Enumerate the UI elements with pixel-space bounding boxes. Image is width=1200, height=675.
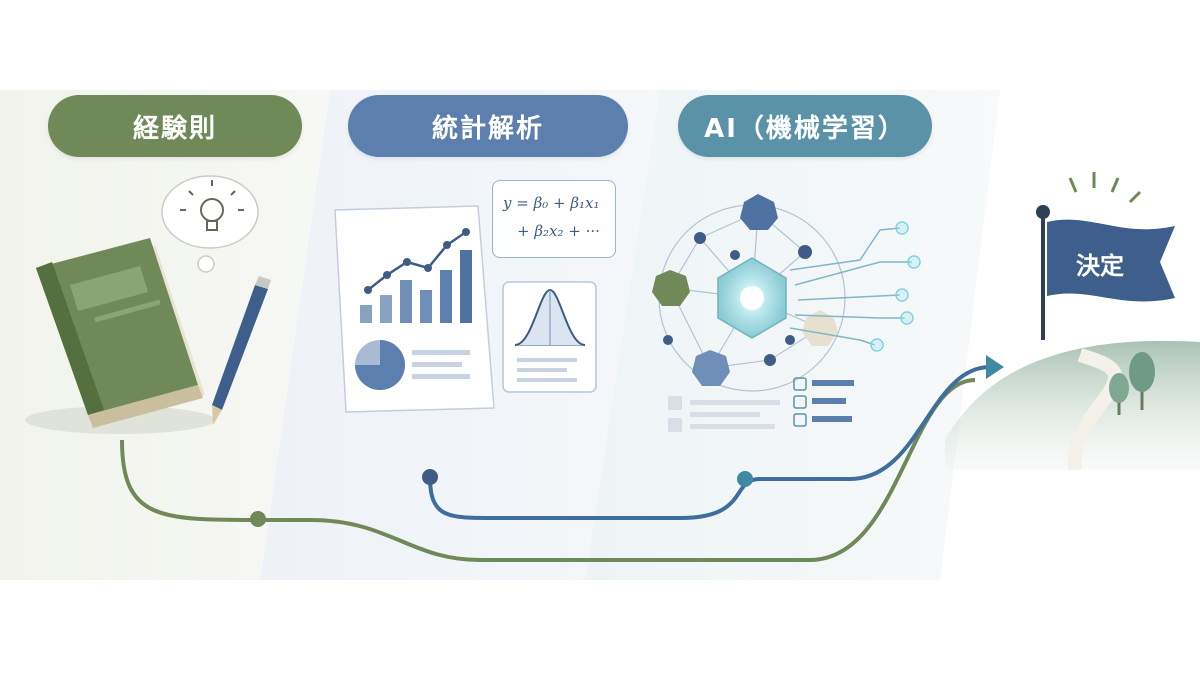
lightbulb-icon (161, 175, 259, 273)
bell-curve-icon (502, 281, 597, 393)
flag-icon (1036, 172, 1175, 340)
path-node-statistics (422, 469, 438, 485)
neural-network-icon (652, 194, 921, 392)
formula-line-2: + β₂x₂ + ··· (517, 222, 600, 240)
pencil-icon (212, 276, 271, 425)
formula-line-1: y = β₀ + β₁x₁ (503, 194, 600, 212)
book-icon (25, 238, 215, 434)
bar-chart-icon (334, 205, 495, 413)
stage-ai-pill: AI（機械学習） (678, 95, 932, 157)
path-experience (120, 378, 976, 562)
stage-statistics-pill: 統計解析 (348, 95, 628, 157)
path-node-experience (250, 511, 266, 527)
hill-icon (945, 340, 1200, 471)
tree-icon (1109, 352, 1155, 415)
path-node-ai (737, 471, 753, 487)
stage-experience-pill: 経験則 (48, 95, 302, 157)
pie-chart-icon (355, 340, 470, 390)
list-icon (668, 377, 854, 432)
regression-formula-card: y = β₀ + β₁x₁ + β₂x₂ + ··· (492, 180, 616, 258)
path-statistics (428, 365, 991, 521)
arrow-head (986, 355, 1004, 379)
decision-label: 決定 (1076, 252, 1124, 280)
